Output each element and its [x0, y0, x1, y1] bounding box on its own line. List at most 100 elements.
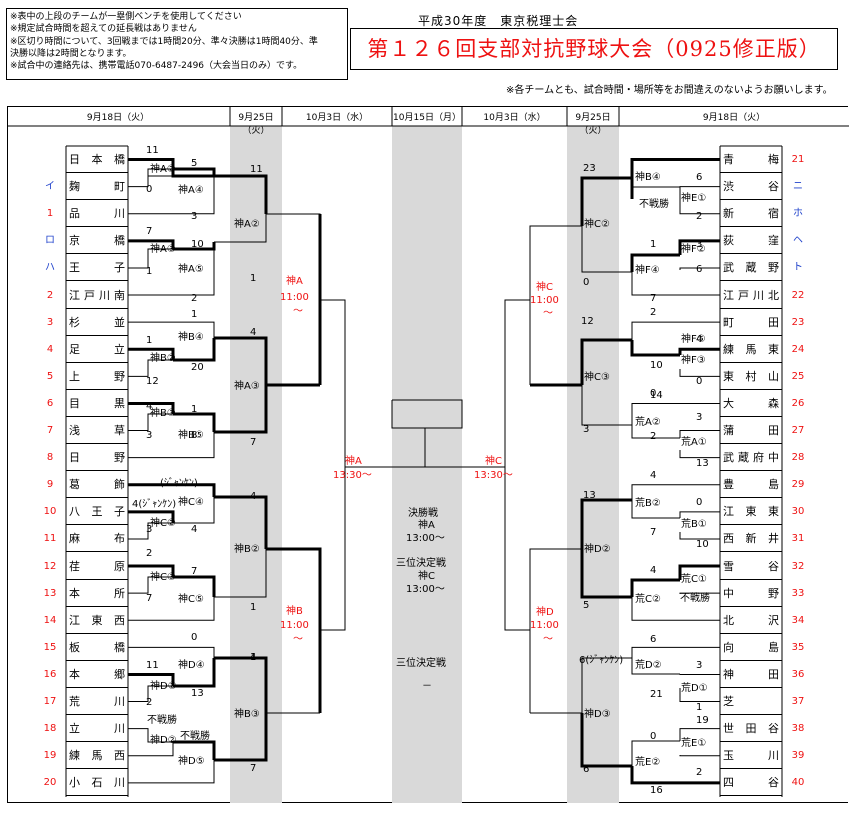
- venue-label: 神A⑤: [178, 264, 204, 275]
- team-seed: 33: [791, 587, 805, 599]
- team-name: 渋谷: [720, 173, 782, 201]
- score-label: 3: [146, 430, 153, 441]
- date-final: 10月15日（月）: [393, 113, 461, 123]
- team-seed: ヘ: [793, 235, 803, 247]
- shade-left-round2: [230, 126, 282, 803]
- team-name: 麻布: [66, 525, 128, 553]
- team-name: 立川: [66, 715, 128, 743]
- team-seed: 9: [46, 479, 54, 491]
- team-name: 板橋: [66, 634, 128, 661]
- note-line: 決勝以降は2時間となります。: [10, 48, 132, 59]
- score-label: 1: [146, 266, 153, 277]
- bracket-line: [679, 187, 720, 215]
- score-label: 1: [650, 239, 657, 250]
- bracket-line: [128, 760, 215, 784]
- venue-label: 神B③: [150, 408, 176, 419]
- team-name: 八王子: [66, 498, 128, 526]
- team-name: 浅草: [66, 417, 128, 444]
- score-label: 7: [146, 593, 153, 604]
- venue-label: 神B④: [178, 332, 204, 343]
- team-seed: 36: [791, 668, 805, 680]
- score-label: 4: [250, 327, 257, 338]
- score-label: 1: [250, 273, 257, 284]
- team-seed: ニ: [793, 181, 803, 193]
- schedule-caution: ※各チームとも、試合時間・場所等をお間違えのないようお願いします。: [506, 85, 833, 96]
- score-label: 1: [146, 335, 153, 346]
- team-name: 本郷: [66, 661, 128, 688]
- bracket-line: [678, 347, 720, 355]
- score-label: 6: [650, 634, 657, 645]
- bracket-line: [631, 402, 720, 425]
- venue-label: 神B②: [234, 544, 260, 555]
- match-time: 〜: [543, 634, 553, 645]
- score-label: 1: [250, 652, 257, 663]
- bracket-line: [678, 564, 720, 580]
- janken-note: 4(ｼﾞｬﾝｹﾝ): [132, 499, 177, 510]
- note-line: ※規定試合時間を超えての延長戦はありません: [10, 24, 197, 35]
- score-label: 13: [583, 490, 596, 501]
- venue-label: 神B④: [635, 172, 661, 183]
- score-label: 2: [146, 548, 153, 559]
- team-name: 東村山: [720, 363, 782, 390]
- bracket-line: [128, 646, 215, 658]
- venue-label: 荒C①: [681, 574, 707, 585]
- score-label: 1: [250, 602, 257, 613]
- bracket-line: [679, 532, 720, 540]
- score-label: 4: [250, 652, 257, 663]
- venue-label: 神C②: [150, 518, 176, 529]
- date-right-round2: 9月25日（火）: [575, 113, 611, 136]
- walkover-note: 不戦勝: [639, 199, 669, 210]
- score-label: 6: [696, 172, 703, 183]
- bracket-line: [128, 249, 215, 296]
- team-name: 日野: [66, 444, 128, 472]
- note-line: ※試合中の連絡先は、携帯電話070-6487-2496（大会当日のみ）です。: [10, 61, 303, 72]
- team-name: 青梅: [720, 146, 782, 173]
- bracket-line: [128, 347, 175, 360]
- team-seed: 3: [46, 316, 54, 328]
- score-label: 3: [146, 524, 153, 535]
- date-left-round3: 10月3日（水）: [305, 113, 369, 123]
- team-name: 雪谷: [720, 553, 782, 580]
- bracket-line: [128, 728, 173, 743]
- team-name: 西新井: [720, 525, 782, 553]
- team-name: 町田: [720, 309, 782, 336]
- bracket-line: [214, 174, 268, 214]
- venue-label: 神B③: [234, 709, 260, 720]
- venue-label: 神D④: [178, 660, 205, 671]
- score-label: 4: [650, 470, 657, 481]
- team-seed: 38: [791, 723, 805, 735]
- bracket-line: [128, 510, 175, 523]
- team-name: 足立: [66, 336, 128, 363]
- team-name: 中野: [720, 580, 782, 607]
- venue-label: 神D②: [584, 544, 611, 555]
- rules-note-box: ※表中の上段のチームが一塁側ベンチを使用してください ※規定試合時間を超えての延…: [6, 8, 348, 80]
- score-label: 10: [191, 239, 204, 250]
- shade-right-round2: [567, 126, 619, 803]
- team-seed: 28: [791, 452, 805, 464]
- venue-label: 神A②: [150, 164, 176, 175]
- score-label: 4: [191, 524, 198, 535]
- score-label: 4: [650, 565, 657, 576]
- bracket-line: [214, 495, 268, 549]
- score-label: 7: [650, 527, 657, 538]
- venue-label: 神A④: [178, 185, 204, 196]
- team-name: 向島: [720, 634, 782, 661]
- shade-final: [392, 126, 462, 803]
- team-seed: 12: [43, 560, 57, 572]
- walkover-note: 不戦勝: [180, 731, 210, 742]
- team-seed: 19: [43, 750, 57, 762]
- score-label: 10: [650, 360, 663, 371]
- venue-label: 荒C②: [635, 594, 661, 605]
- venue-label: 荒A②: [635, 417, 661, 428]
- team-seed: 26: [791, 397, 805, 409]
- bracket-line: [173, 338, 216, 362]
- score-label: 11: [250, 164, 263, 175]
- team-seed: ハ: [45, 262, 55, 274]
- venue-label: 神F③: [681, 355, 706, 366]
- team-name: 練馬東: [720, 336, 782, 363]
- score-label: 0: [650, 731, 657, 742]
- venue-label: 神C②: [584, 219, 610, 230]
- bracket-line: [679, 728, 720, 741]
- final-box: [391, 399, 463, 429]
